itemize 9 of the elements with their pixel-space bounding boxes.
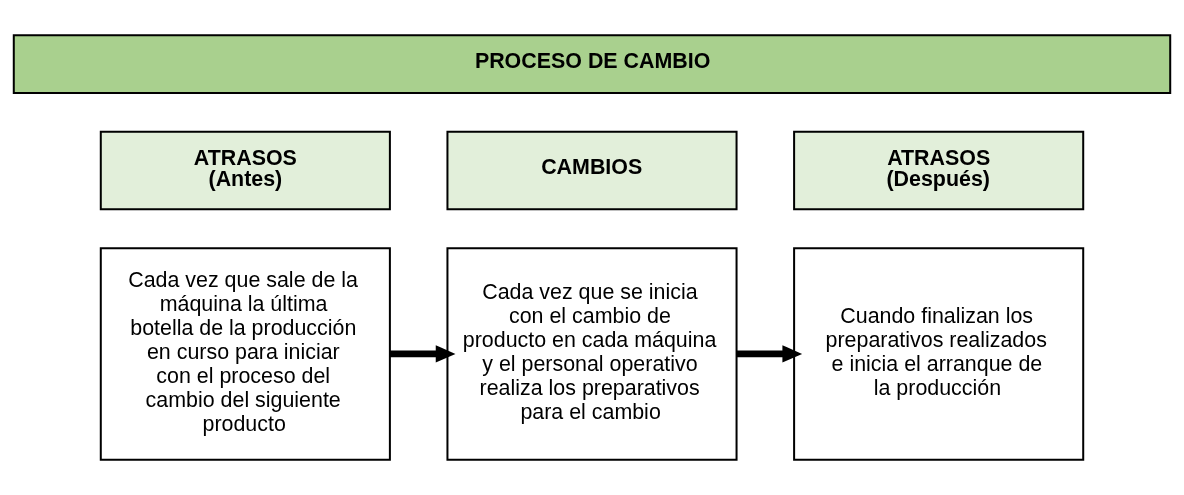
arrow — [736, 345, 803, 363]
node-box: CAMBIOS — [446, 130, 738, 211]
arrow — [389, 345, 456, 363]
node-box: Cada vez que sale de la máquina la última botella de la producción en curso para iniciar con el proceso del cambio del siguiente producto — [99, 247, 391, 461]
node-box: Cada vez que se inicia con el cambio de producto en cada máquina y el personal operativo realiza los preparativos para el cambio — [446, 247, 738, 461]
node-box: ATRASOS (Antes) — [99, 130, 391, 211]
node-box: ATRASOS (Después) — [793, 130, 1085, 211]
node-box: Cuando finalizan los preparativos realizados e inicia el arranque de la producción — [793, 247, 1085, 461]
node-box: PROCESO DE CAMBIO — [12, 34, 1172, 94]
